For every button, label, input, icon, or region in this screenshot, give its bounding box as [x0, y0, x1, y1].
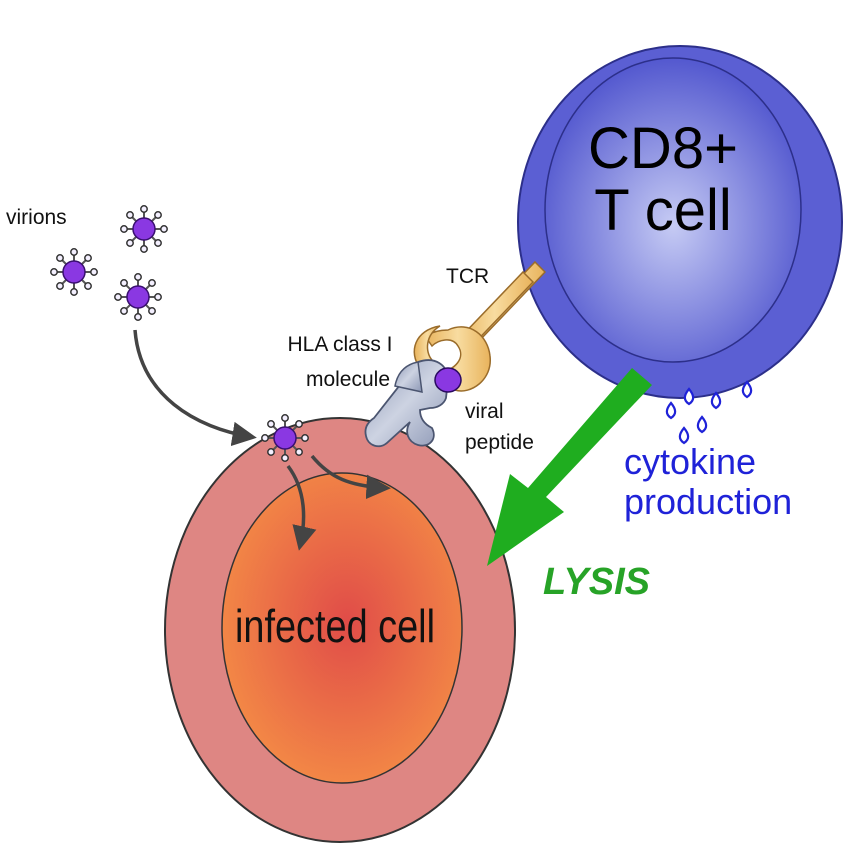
lysis-label: LYSIS	[543, 561, 650, 603]
cytokine-label-line1: cytokine	[624, 441, 756, 482]
t-cell-nucleus	[544, 57, 802, 363]
virion-icon	[113, 272, 163, 322]
cytokine-label-line2: production	[624, 481, 792, 522]
entry-arrow	[133, 329, 257, 447]
t-cell-label-line1: CD8+	[588, 116, 738, 181]
membrane-arrow	[310, 454, 391, 500]
tcr-label: TCR	[446, 265, 489, 288]
cytokine-droplet-icon	[696, 415, 708, 434]
viral-peptide-label-line1: viral	[465, 400, 504, 423]
cytokine-droplet-icon	[665, 401, 677, 420]
tcr-icon	[413, 260, 547, 392]
infected-cell-nucleus	[221, 472, 463, 784]
virion-icon	[260, 413, 310, 463]
infected-cell: infected cell	[164, 417, 516, 843]
infected-cell-label: infected cell	[235, 600, 435, 652]
virion-icon	[49, 247, 99, 297]
hla-label-line2: molecule	[306, 368, 390, 391]
viral-peptide-icon	[434, 367, 462, 393]
t-cell-label-line2: T cell	[594, 178, 732, 243]
infection-pathway-arrows	[133, 329, 391, 551]
lysis-arrow-shape	[487, 368, 652, 566]
cytokine-droplet-icon	[741, 380, 753, 399]
cd8-t-cell: CD8+ T cell	[517, 45, 843, 399]
virion-icon	[119, 204, 169, 254]
lysis-arrow	[487, 368, 652, 566]
cytokine-droplet-icon	[710, 391, 722, 410]
viral-peptide-label-line2: peptide	[465, 431, 534, 454]
virions-label: virions	[6, 206, 67, 229]
hla-molecule-icon	[364, 359, 449, 448]
cytokine-droplet-icon	[683, 387, 695, 406]
nucleus-arrow	[286, 464, 317, 551]
hla-label-line1: HLA class I	[287, 333, 392, 356]
